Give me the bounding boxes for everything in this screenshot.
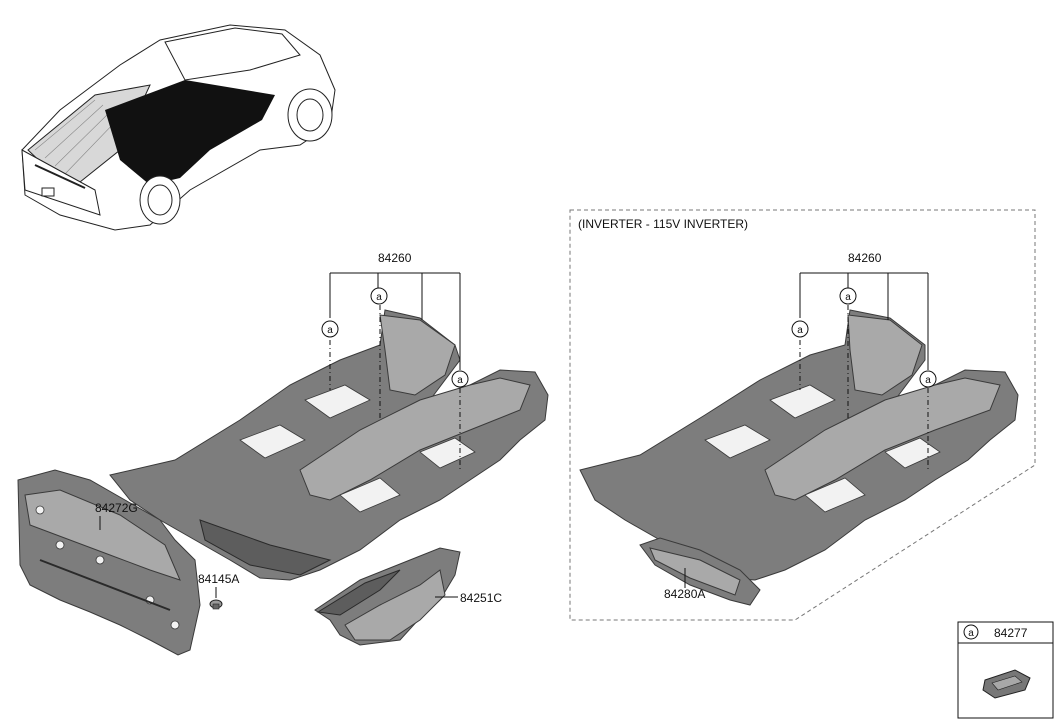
- label-84280a: 84280A: [664, 587, 705, 601]
- pickup-truck-icon: [21, 24, 336, 231]
- legend-part-icon: [982, 669, 1031, 699]
- callout-a-left-1: a: [321, 320, 339, 338]
- callout-a-text: a: [457, 375, 463, 386]
- label-84251c: 84251C: [460, 591, 502, 605]
- carpet-assembly-left: [109, 309, 549, 581]
- callout-a-text: a: [376, 292, 382, 303]
- callout-a-text: a: [845, 292, 851, 303]
- callout-a-left-2: a: [370, 287, 388, 305]
- callout-a-right-2: a: [839, 287, 857, 305]
- callout-84260-left: 84260: [329, 251, 461, 470]
- legend-symbol: a: [968, 628, 974, 639]
- extension-84280a: [639, 537, 761, 606]
- label-84272g: 84272G: [95, 501, 138, 515]
- legend-box: a 84277: [957, 621, 1054, 719]
- callout-84260-right: 84260: [799, 251, 929, 470]
- callout-a-right-1: a: [791, 320, 809, 338]
- label-84260-right: 84260: [848, 251, 882, 265]
- legend-part-number: 84277: [994, 626, 1028, 640]
- inverter-note: (INVERTER - 115V INVERTER): [578, 217, 748, 231]
- callout-a-text: a: [797, 325, 803, 336]
- label-84145a: 84145A: [198, 572, 239, 586]
- carpet-assembly-right: [579, 309, 1019, 581]
- fastener-clip-icon: [209, 599, 223, 610]
- callout-a-text: a: [925, 375, 931, 386]
- callout-a-left-3: a: [451, 370, 469, 388]
- callout-a-text: a: [327, 325, 333, 336]
- insulation-panel-84272g: [17, 469, 201, 656]
- inverter-variant-box: [569, 209, 1036, 621]
- label-84260-left: 84260: [378, 251, 412, 265]
- callout-a-right-3: a: [919, 370, 937, 388]
- rear-cover-84251c: [314, 547, 461, 646]
